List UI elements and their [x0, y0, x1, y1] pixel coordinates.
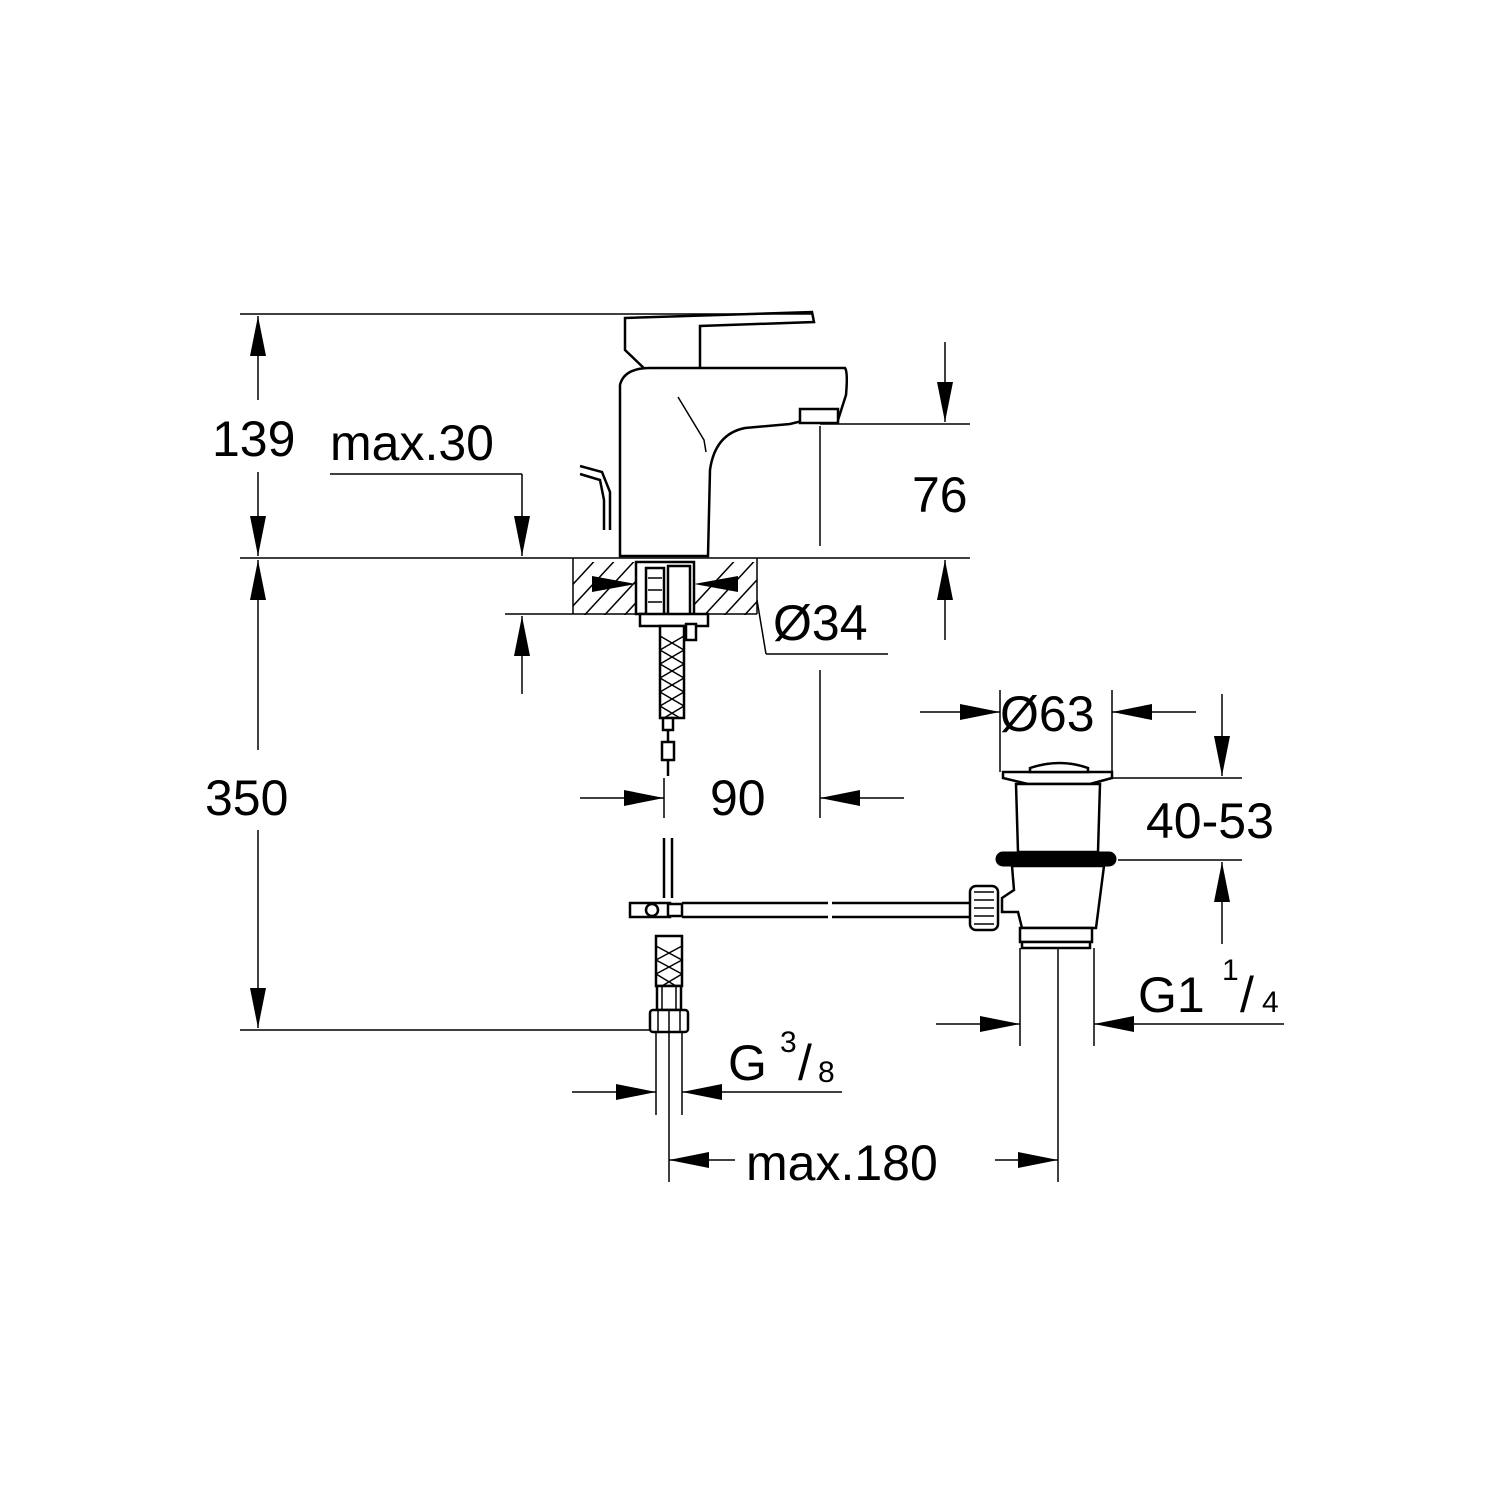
svg-text:/: /: [1240, 967, 1254, 1023]
label-76: 76: [912, 467, 968, 523]
faucet-body: [579, 310, 849, 558]
label-max30: max.30: [330, 415, 494, 471]
label-139: 139: [212, 411, 295, 467]
label-63: Ø63: [1000, 686, 1095, 742]
dim-34: [592, 576, 888, 655]
label-350: 350: [205, 770, 288, 826]
dim-63: [920, 690, 1196, 772]
dim-139: [240, 313, 812, 556]
label-max180: max.180: [746, 1135, 938, 1191]
waste-valve: [968, 761, 1117, 950]
label-waste-thread: G1 1 / 4: [1138, 954, 1279, 1023]
label-90: 90: [710, 770, 766, 826]
pull-rod: [628, 901, 972, 919]
dim-max180: [668, 1032, 1058, 1182]
dim-90: [580, 670, 904, 818]
svg-text:8: 8: [818, 1056, 835, 1089]
lower-hose: [648, 838, 690, 1115]
dim-350: [240, 560, 650, 1031]
svg-text:/: /: [798, 1035, 812, 1091]
label-34: Ø34: [773, 595, 868, 651]
dim-40-53: [1112, 694, 1242, 944]
svg-text:3: 3: [780, 1026, 797, 1059]
dim-supply-thread: [572, 1084, 842, 1100]
svg-text:4: 4: [1262, 986, 1279, 1019]
dim-waste-thread: [936, 948, 1284, 1182]
mounting-assembly: [634, 560, 710, 776]
svg-text:G: G: [728, 1035, 767, 1091]
label-supply-thread: G 3 / 8: [728, 1026, 835, 1091]
dim-76: [819, 342, 970, 640]
svg-text:1: 1: [1222, 954, 1239, 987]
label-40-53: 40-53: [1146, 793, 1274, 849]
dim-deck: [330, 473, 573, 694]
svg-text:G1: G1: [1138, 967, 1205, 1023]
